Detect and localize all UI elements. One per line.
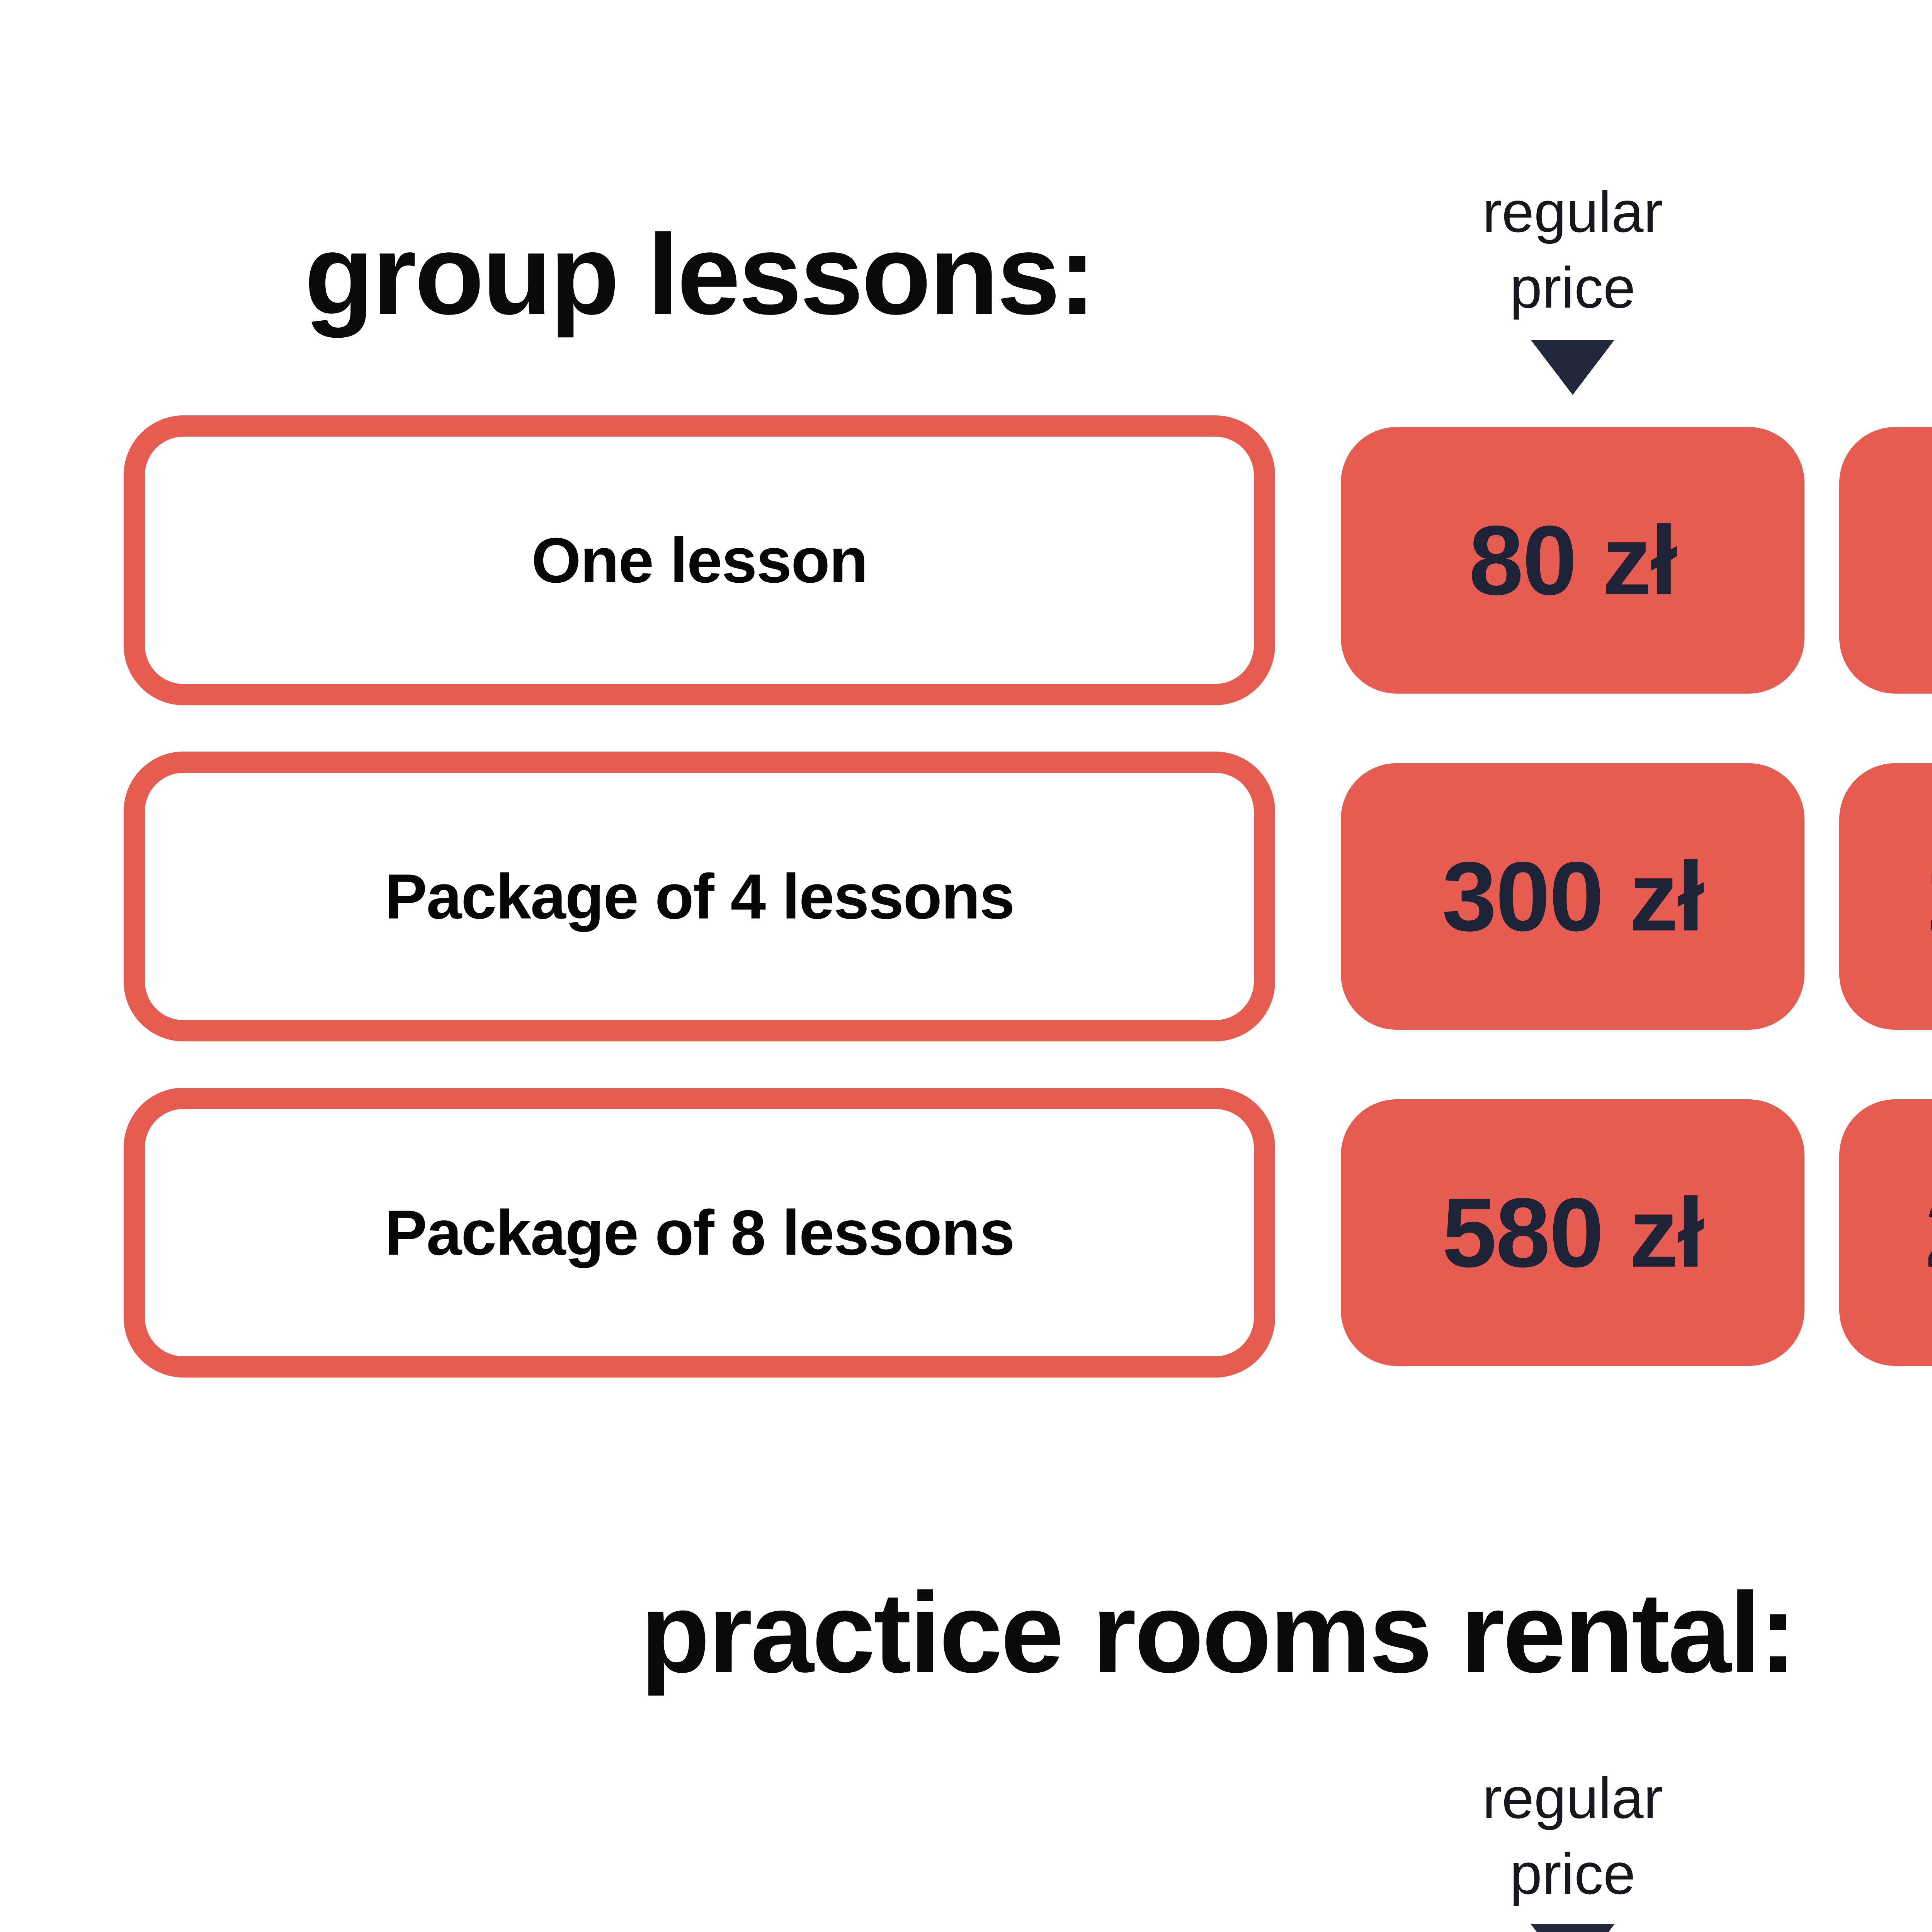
regular-price-box: 300 zł [1341,763,1804,1030]
header-line-2: price [1510,255,1636,320]
regular-price-header: regular price [1244,1760,1901,1912]
plan-label-box: Package of 8 lessons [124,1088,1275,1378]
header-line-2: price** [1727,250,1932,325]
customer-price-header: customer price** [1727,1760,1932,1912]
section-title-practice-rooms-rental: practice rooms rental: [640,1569,1797,1696]
arrow-down-icon [1531,1924,1614,1932]
header-line-1: customer [1727,1760,1932,1836]
plan-label: Package of 4 lessons [384,861,1015,932]
regular-price-box: 580 zł [1341,1099,1804,1366]
price-value: 300 zł [1442,841,1705,952]
plan-label-box: One lesson [124,415,1275,705]
customer-price-header: customer price** [1727,174,1932,325]
header-line-1: regular [1482,1765,1663,1830]
plan-label: Package of 8 lessons [384,1197,1015,1268]
price-value: 280 zł [1925,1176,1932,1289]
header-line-2: price** [1727,1836,1932,1912]
regular-price-box: 80 zł [1341,427,1804,694]
customer-price-box: 40 zł [1839,427,1932,694]
header-line-1: regular [1482,179,1663,244]
customer-price-box: 150 zł [1839,763,1932,1030]
price-value: 80 zł [1469,505,1678,616]
header-line-1: customer [1727,174,1932,250]
section-title-group-lessons: group lessons: [304,211,1096,338]
price-value: 150 zł [1925,840,1932,953]
header-line-2: price [1510,1841,1636,1906]
customer-price-box: 280 zł [1839,1099,1932,1366]
plan-label-box: Package of 4 lessons [124,752,1275,1041]
arrow-down-icon [1531,340,1614,395]
regular-price-header: regular price [1244,174,1901,325]
plan-label: One lesson [531,524,868,596]
price-value: 580 zł [1442,1177,1705,1288]
